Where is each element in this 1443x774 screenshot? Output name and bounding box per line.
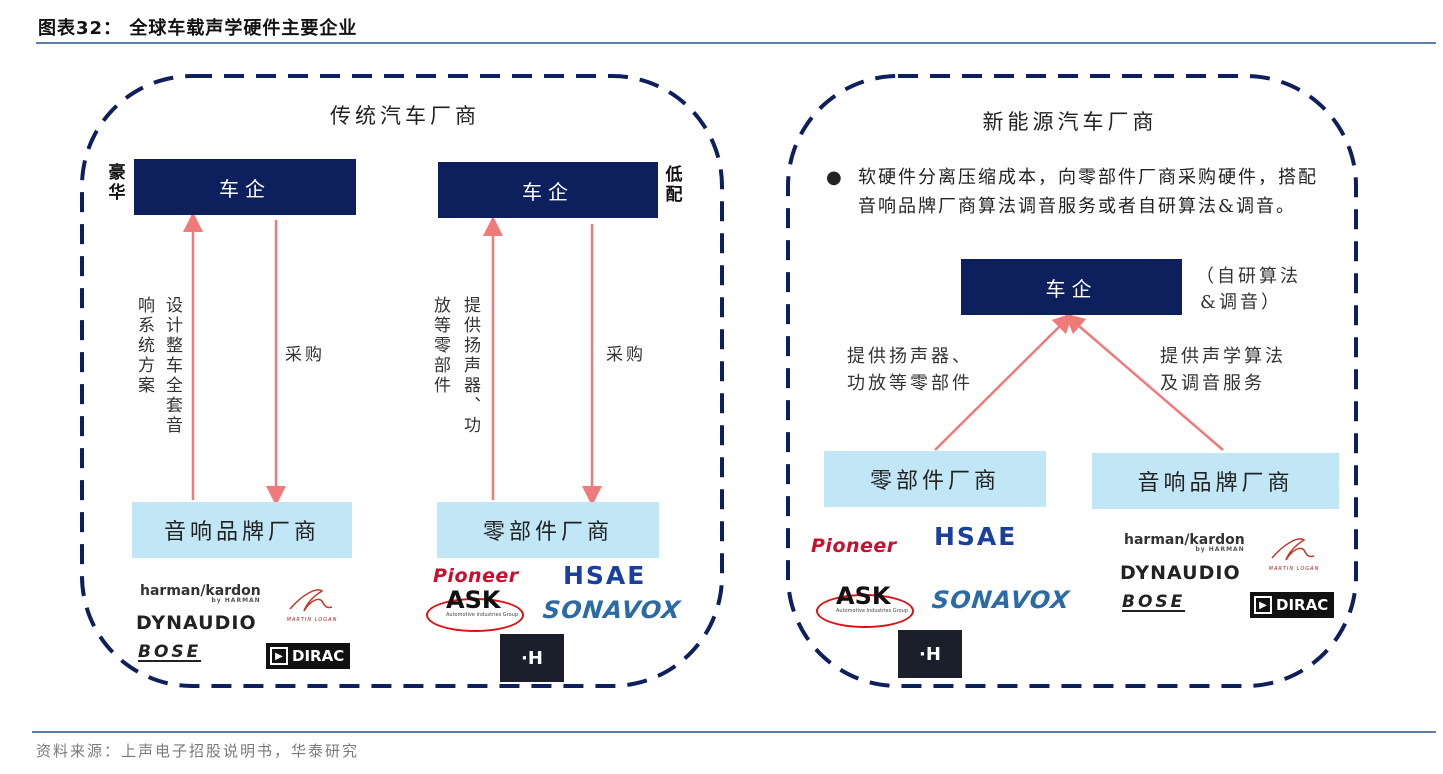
nev-right-label-line1: 提供声学算法	[1160, 346, 1286, 367]
right-panel-title: 新能源汽车厂商	[982, 110, 1158, 134]
logo-sonavox: SONAVOX	[541, 596, 683, 624]
dirac-mark-icon: ▶	[1254, 596, 1272, 614]
logo-dynaudio: DYNAUDIO	[136, 612, 257, 634]
title-divider	[36, 42, 1436, 44]
luxury-audio-brand-box: 音响品牌厂商	[132, 502, 352, 558]
logo-harman-kardon: harman/kardon by HARMAN	[140, 583, 261, 604]
logo-hsae: HSAE	[563, 561, 647, 590]
logo-hsae-nev: HSAE	[934, 522, 1018, 551]
nev-audio-brand-box: 音响品牌厂商	[1092, 453, 1339, 509]
logo-dynaudio-nev: DYNAUDIO	[1120, 562, 1241, 584]
logo-pioneer-nev: Pioneer	[811, 535, 897, 557]
nev-left-label-line2: 功放等零部件	[847, 373, 973, 394]
logo-martin-logan-nev: MARTIN LOGAN	[1254, 534, 1334, 572]
footer-divider	[32, 731, 1436, 733]
left-panel-title: 传统汽车厂商	[330, 104, 480, 128]
nev-left-label-line1: 提供扬声器、	[847, 346, 973, 367]
logo-dirac: ▶ DIRAC	[266, 643, 351, 669]
logo-harman-kardon-nev: harman/kardon by HARMAN	[1124, 532, 1245, 553]
luxury-up-label-col2: 响系统方案	[134, 296, 154, 396]
luxury-up-label-col1: 设计整车全套音	[162, 296, 182, 436]
bullet-icon: ●	[826, 167, 842, 188]
lowend-parts-supplier-box: 零部件厂商	[437, 502, 659, 558]
nev-parts-supplier-box: 零部件厂商	[824, 451, 1046, 507]
nev-right-label-line2: 及调音服务	[1160, 373, 1265, 394]
logo-dirac-nev: ▶ DIRAC	[1250, 592, 1335, 618]
logo-martin-logan: MARTIN LOGAN	[272, 585, 352, 623]
lowend-up-label-col2: 放等零部件	[430, 296, 450, 396]
logo-bose-nev: BOSE	[1122, 592, 1186, 612]
luxury-automaker-box: 车企	[134, 159, 356, 215]
logo-ask-nev: ASK Automotive Industries Group	[816, 582, 916, 630]
source-note: 资料来源：上声电子招股说明书，华泰研究	[36, 742, 360, 760]
martin-logan-swoosh-icon	[289, 589, 333, 612]
figure-title: 图表32： 全球车载声学硬件主要企业	[38, 18, 358, 39]
logo-shangsheng: ·H	[500, 634, 564, 682]
logo-pioneer: Pioneer	[433, 565, 519, 587]
dirac-mark-icon: ▶	[270, 647, 288, 665]
lowend-automaker-box: 车企	[438, 162, 658, 218]
lowend-purchase-label: 采购	[606, 345, 646, 365]
logo-shangsheng-nev: ·H	[898, 630, 962, 678]
luxury-tag: 豪华	[108, 163, 126, 203]
self-developed-note-line1: （自研算法	[1196, 266, 1301, 287]
nev-automaker-box: 车企	[961, 259, 1182, 315]
lowend-tag: 低配	[665, 165, 683, 205]
martin-logan-swoosh-icon	[1271, 538, 1315, 561]
logo-bose: BOSE	[138, 642, 202, 662]
lowend-up-label-col1: 提供扬声器、功	[460, 296, 480, 436]
logo-ask: ASK Automotive Industries Group	[426, 586, 526, 634]
self-developed-note-line2: &调音）	[1200, 292, 1283, 313]
right-panel-bullet-text: 软硬件分离压缩成本，向零部件厂商采购硬件，搭配音响品牌厂商算法调音服务或者自研算…	[858, 167, 1318, 217]
logo-sonavox-nev: SONAVOX	[930, 586, 1072, 614]
luxury-purchase-label: 采购	[285, 345, 325, 365]
